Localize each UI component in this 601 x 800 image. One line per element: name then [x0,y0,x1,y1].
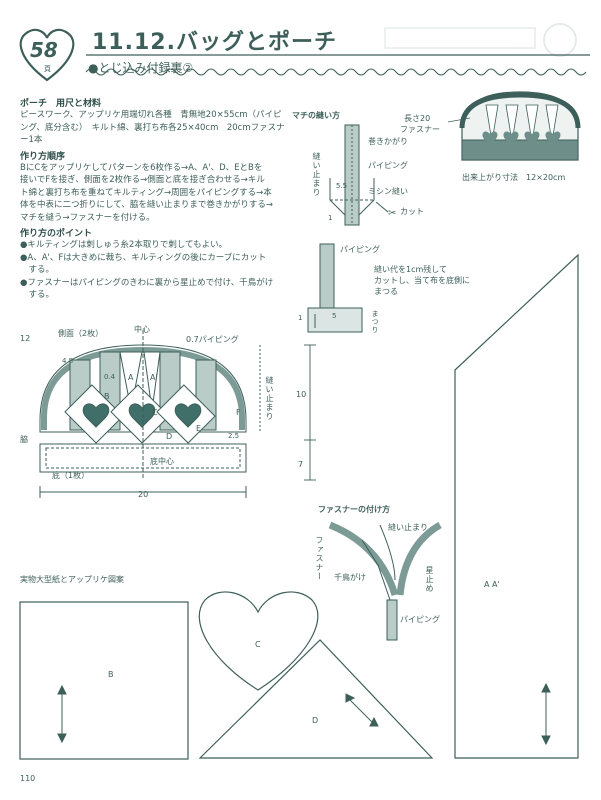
gusset-note-line-1: 縫い代を1cm残して [374,265,448,274]
page-subtitle: ●とじ込み付録裏② [88,61,194,75]
svg-text:✂: ✂ [388,208,396,219]
pattern-b-shape [19,601,189,760]
points-line-3: する。 [20,265,55,275]
finished-zipper-label-2: ファスナー [400,125,440,134]
diagram-b: B [104,392,110,401]
grain-arrows [57,682,551,746]
gusset-one2-label: 1 [298,314,303,322]
diagram-d: D [166,432,173,441]
diagram-d04: 0.4 [104,373,116,381]
diagram-stop: 縫い止まり [265,376,274,421]
steps-line-5: マチを縫う→ファスナーを付ける。 [20,212,155,223]
diagram-waki: 脇 [20,435,28,444]
gusset-machine-label: ミシン縫い [368,187,408,196]
materials-line-1: ピースワーク、アップリケ用端切れ各種 青無地20×55cm（パイピ [20,110,282,120]
zipper-stop: 縫い止まり [388,523,428,532]
footer-page-number: 110 [20,774,36,783]
diagram-bottom: 底（1枚） [52,471,90,480]
points-line-1: ●キルティングは刺しゅう糸2本取りで刺してもよい。 [20,240,228,250]
side-panel-diagram [39,330,261,498]
diagram-center: 中心 [134,325,150,334]
gusset-cut-label: カット [400,207,424,216]
points-heading: 作り方のポイント [20,229,93,239]
gusset-five-label: 5 [332,312,337,320]
page-title: 11.12.バッグとポーチ [92,30,337,55]
steps-heading: 作り方順序 [20,151,66,162]
diagram-d25: 2.5 [228,432,240,440]
gusset-note: 縫い代を1cm残して カットし、当て布を底側に まつる [374,264,470,297]
zipper-fastener: ファスナー [315,536,324,581]
points-line-4: ●ファスナーはパイピングのきわに裏から星止めで付け、千鳥がけ [20,277,274,288]
gusset-diagram-1: ✂ [329,124,396,226]
materials-line-3: ー1本 [20,135,43,145]
steps-line-4: 体を中表に二つ折りにして、脇を縫い止まりまで巻きかがりする→ [20,200,273,210]
steps-line-1: BにCをアップリケしてパターンを6枚作る→A、A'、D、EとBを [20,162,263,173]
gusset-dim-label: 5.5 [336,182,348,190]
header-page-suffix: 頁 [44,65,51,73]
pattern-c-shape [198,591,319,691]
materials-heading: ポーチ 用尺と材料 [20,99,102,109]
header-wave [85,68,587,76]
diagram-seven: 7 [298,460,304,469]
pattern-b-label: B [108,670,114,679]
gusset-note-line-2: カットし、当て布を底側に [374,276,470,285]
zipper-heading: ファスナーの付け方 [318,505,390,514]
gusset-piping2-label: パイピング [340,245,380,254]
gusset-heading: マチの縫い方 [292,111,340,120]
pattern-shapes [19,253,579,760]
zipper-piping: パイピング [400,615,440,624]
pattern-c-label: C [255,640,261,649]
gusset-matsuri-label: まつり [371,310,379,334]
header-page-number: 58 [30,38,58,62]
points-line-5: する。 [20,290,55,300]
gusset-one-label: 1 [328,214,333,222]
steps-line-3: ト綿と裏打ち布を重ねてキルティング→周囲をパイピングする→本 [20,187,272,198]
finished-size: 出来上がり寸法 12×20cm [462,173,566,182]
finished-zipper-label-1: 長さ20 [404,114,431,123]
diagram-e: E [196,424,202,433]
diagram-side-label: 側面（2枚） [58,329,104,338]
gusset-piping-label: パイピング [368,161,408,170]
pattern-aa-shape [454,253,579,759]
diagram-d48: 4.8 [62,357,74,365]
diagram-f: F [236,408,241,417]
diagram-piping: 0.7パイピング [186,335,239,344]
gusset-note-line-3: まつる [374,287,398,296]
diagram-c: C [152,408,158,417]
diagram-a-prime: A' [150,373,158,382]
gusset-diagram-2 [307,243,363,333]
pattern-d-shape [198,639,434,759]
dimension-lines [304,344,316,481]
points-line-2: ●A、A'、Fは大きめに裁ち、キルティングの後にカーブにカット [20,252,267,263]
gusset-stop-label: 縫い止まり [312,152,321,197]
zipper-diagram [328,521,442,641]
zipper-hoshi: 星止め [425,566,434,593]
zipper-chidori: 千鳥がけ [334,573,366,582]
patterns-heading: 実物大型紙とアップリケ図案 [20,575,124,584]
diagram-twelve: 12 [20,334,31,343]
diagram-a: A [128,373,134,382]
gusset-makikagari-label: 巻きかがり [368,137,408,146]
pattern-d-label: D [312,716,319,725]
header-faded-decoration [384,23,577,57]
diagram-width: 20 [138,490,149,499]
materials-section: ポーチ 用尺と材料 ピースワーク、アップリケ用端切れ各種 青無地20×55cm（… [20,96,290,302]
finished-pouch-illustration [447,91,581,161]
diagram-ten: 10 [296,390,307,399]
header-heart-icon [19,28,75,82]
materials-line-2: ング、底分含む） キルト綿、裏打ち布各25×40cm 20cmファスナ [20,122,285,133]
diagram-bottom-center: 底中心 [150,457,174,466]
pattern-aa-label: A A' [484,580,500,589]
steps-line-2: 接いでFを接ぎ、側面を2枚作る→側面と底を接ぎ合わせる→キル [20,175,265,185]
